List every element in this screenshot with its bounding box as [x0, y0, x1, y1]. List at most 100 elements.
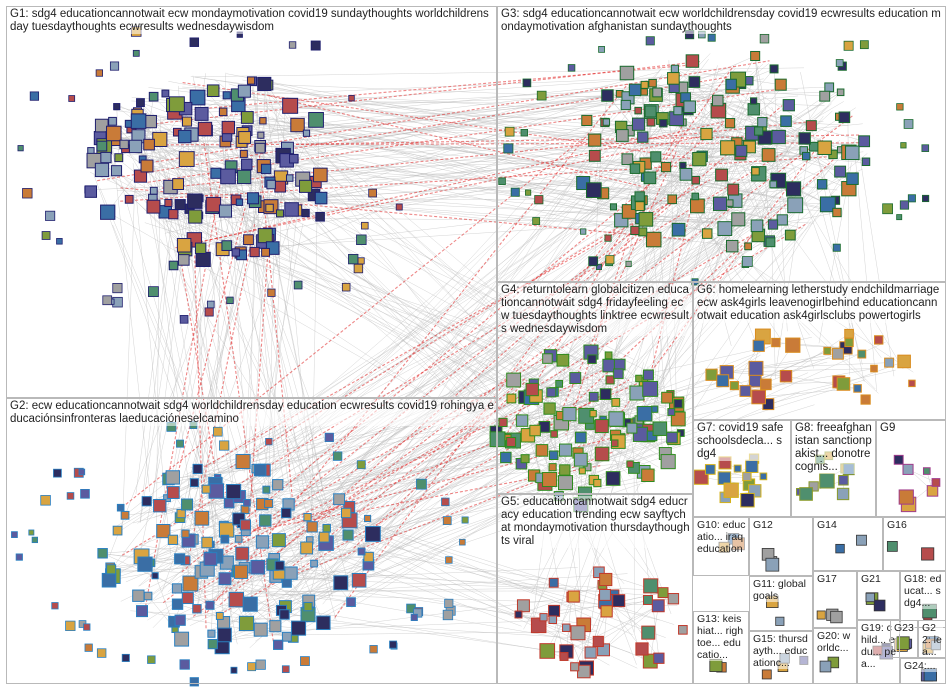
- avatar-node: [237, 170, 250, 183]
- avatar-node: [691, 199, 705, 213]
- avatar-node: [684, 101, 696, 113]
- avatar-node: [221, 535, 229, 543]
- avatar-node: [544, 403, 555, 414]
- avatar-node: [558, 476, 572, 490]
- avatar-node: [255, 143, 265, 153]
- avatar-node: [175, 200, 185, 210]
- edge-intra: [768, 384, 843, 404]
- avatar-node: [602, 90, 613, 101]
- avatar-node: [107, 126, 122, 141]
- avatar-node: [644, 172, 656, 184]
- avatar-node: [133, 50, 139, 56]
- edge-gray: [595, 236, 758, 374]
- avatar-node: [595, 447, 609, 461]
- avatar-node: [190, 479, 198, 487]
- avatar-node: [285, 203, 299, 217]
- avatar-node: [242, 159, 252, 169]
- avatar-node: [282, 632, 291, 641]
- avatar-node: [817, 611, 825, 619]
- avatar-node: [749, 361, 763, 375]
- avatar-node: [727, 200, 733, 206]
- edge-red: [180, 254, 214, 466]
- avatar-node: [846, 146, 860, 160]
- avatar-node: [741, 493, 754, 506]
- avatar-node: [718, 472, 730, 484]
- avatar-node: [601, 606, 612, 617]
- avatar-node: [817, 180, 826, 189]
- avatar-node: [674, 400, 682, 408]
- avatar-node: [237, 32, 242, 37]
- avatar-node: [568, 591, 579, 602]
- avatar-node: [777, 215, 787, 225]
- avatar-node: [275, 561, 284, 570]
- avatar-node: [247, 193, 258, 204]
- avatar-node: [109, 117, 117, 125]
- avatar-node: [172, 599, 182, 609]
- avatar-node: [222, 241, 232, 251]
- avatar-node: [861, 395, 870, 404]
- avatar-node: [240, 150, 247, 157]
- avatar-node: [256, 660, 265, 669]
- avatar-node: [803, 152, 810, 159]
- avatar-node: [443, 517, 451, 525]
- avatar-node: [30, 92, 38, 100]
- avatar-node: [141, 160, 153, 172]
- avatar-node: [369, 189, 377, 197]
- avatar-node: [635, 202, 644, 211]
- edge-gray: [777, 137, 811, 366]
- avatar-node: [641, 89, 647, 95]
- avatar-node: [825, 83, 834, 92]
- avatar-node: [260, 118, 266, 124]
- avatar-node: [776, 617, 784, 625]
- avatar-node: [574, 453, 587, 466]
- avatar-node: [629, 84, 640, 95]
- avatar-node: [314, 168, 328, 182]
- avatar-node: [909, 380, 915, 386]
- avatar-node: [751, 220, 763, 232]
- avatar-node: [860, 41, 868, 49]
- avatar-node: [275, 181, 286, 192]
- avatar-node: [543, 354, 553, 364]
- avatar-node: [750, 98, 756, 104]
- avatar-node: [549, 605, 560, 616]
- avatar-node: [507, 438, 516, 447]
- avatar-node: [53, 469, 61, 477]
- avatar-node: [616, 130, 628, 142]
- avatar-node: [515, 611, 522, 618]
- avatar-node: [241, 112, 253, 124]
- avatar-node: [932, 479, 940, 487]
- avatar-node: [887, 541, 897, 551]
- avatar-node: [800, 656, 808, 664]
- avatar-node: [138, 557, 152, 571]
- avatar-node: [726, 79, 736, 89]
- avatar-node: [586, 183, 601, 198]
- avatar-node: [923, 604, 937, 618]
- avatar-node: [416, 479, 426, 489]
- avatar-node: [885, 358, 894, 367]
- avatar-node: [752, 168, 759, 175]
- avatar-node: [244, 235, 254, 245]
- avatar-node: [582, 115, 592, 125]
- avatar-node: [195, 107, 208, 120]
- avatar-node: [897, 637, 910, 650]
- avatar-node: [131, 27, 141, 37]
- avatar-node: [334, 576, 348, 590]
- avatar-node: [45, 211, 54, 220]
- avatar-node: [358, 548, 365, 555]
- avatar-node: [445, 599, 453, 607]
- avatar-node: [175, 554, 185, 564]
- avatar-node: [643, 370, 653, 380]
- avatar-node: [190, 678, 198, 686]
- avatar-node: [365, 515, 371, 521]
- avatar-node: [206, 601, 214, 609]
- avatar-node: [672, 223, 685, 236]
- avatar-node: [357, 235, 367, 245]
- avatar-node: [499, 178, 506, 185]
- avatar-node: [858, 350, 866, 358]
- avatar-node: [626, 261, 631, 266]
- avatar-node: [262, 248, 270, 256]
- avatar-node: [734, 465, 741, 472]
- avatar-node: [167, 487, 179, 499]
- avatar-node: [282, 666, 289, 673]
- avatar-node: [786, 182, 800, 196]
